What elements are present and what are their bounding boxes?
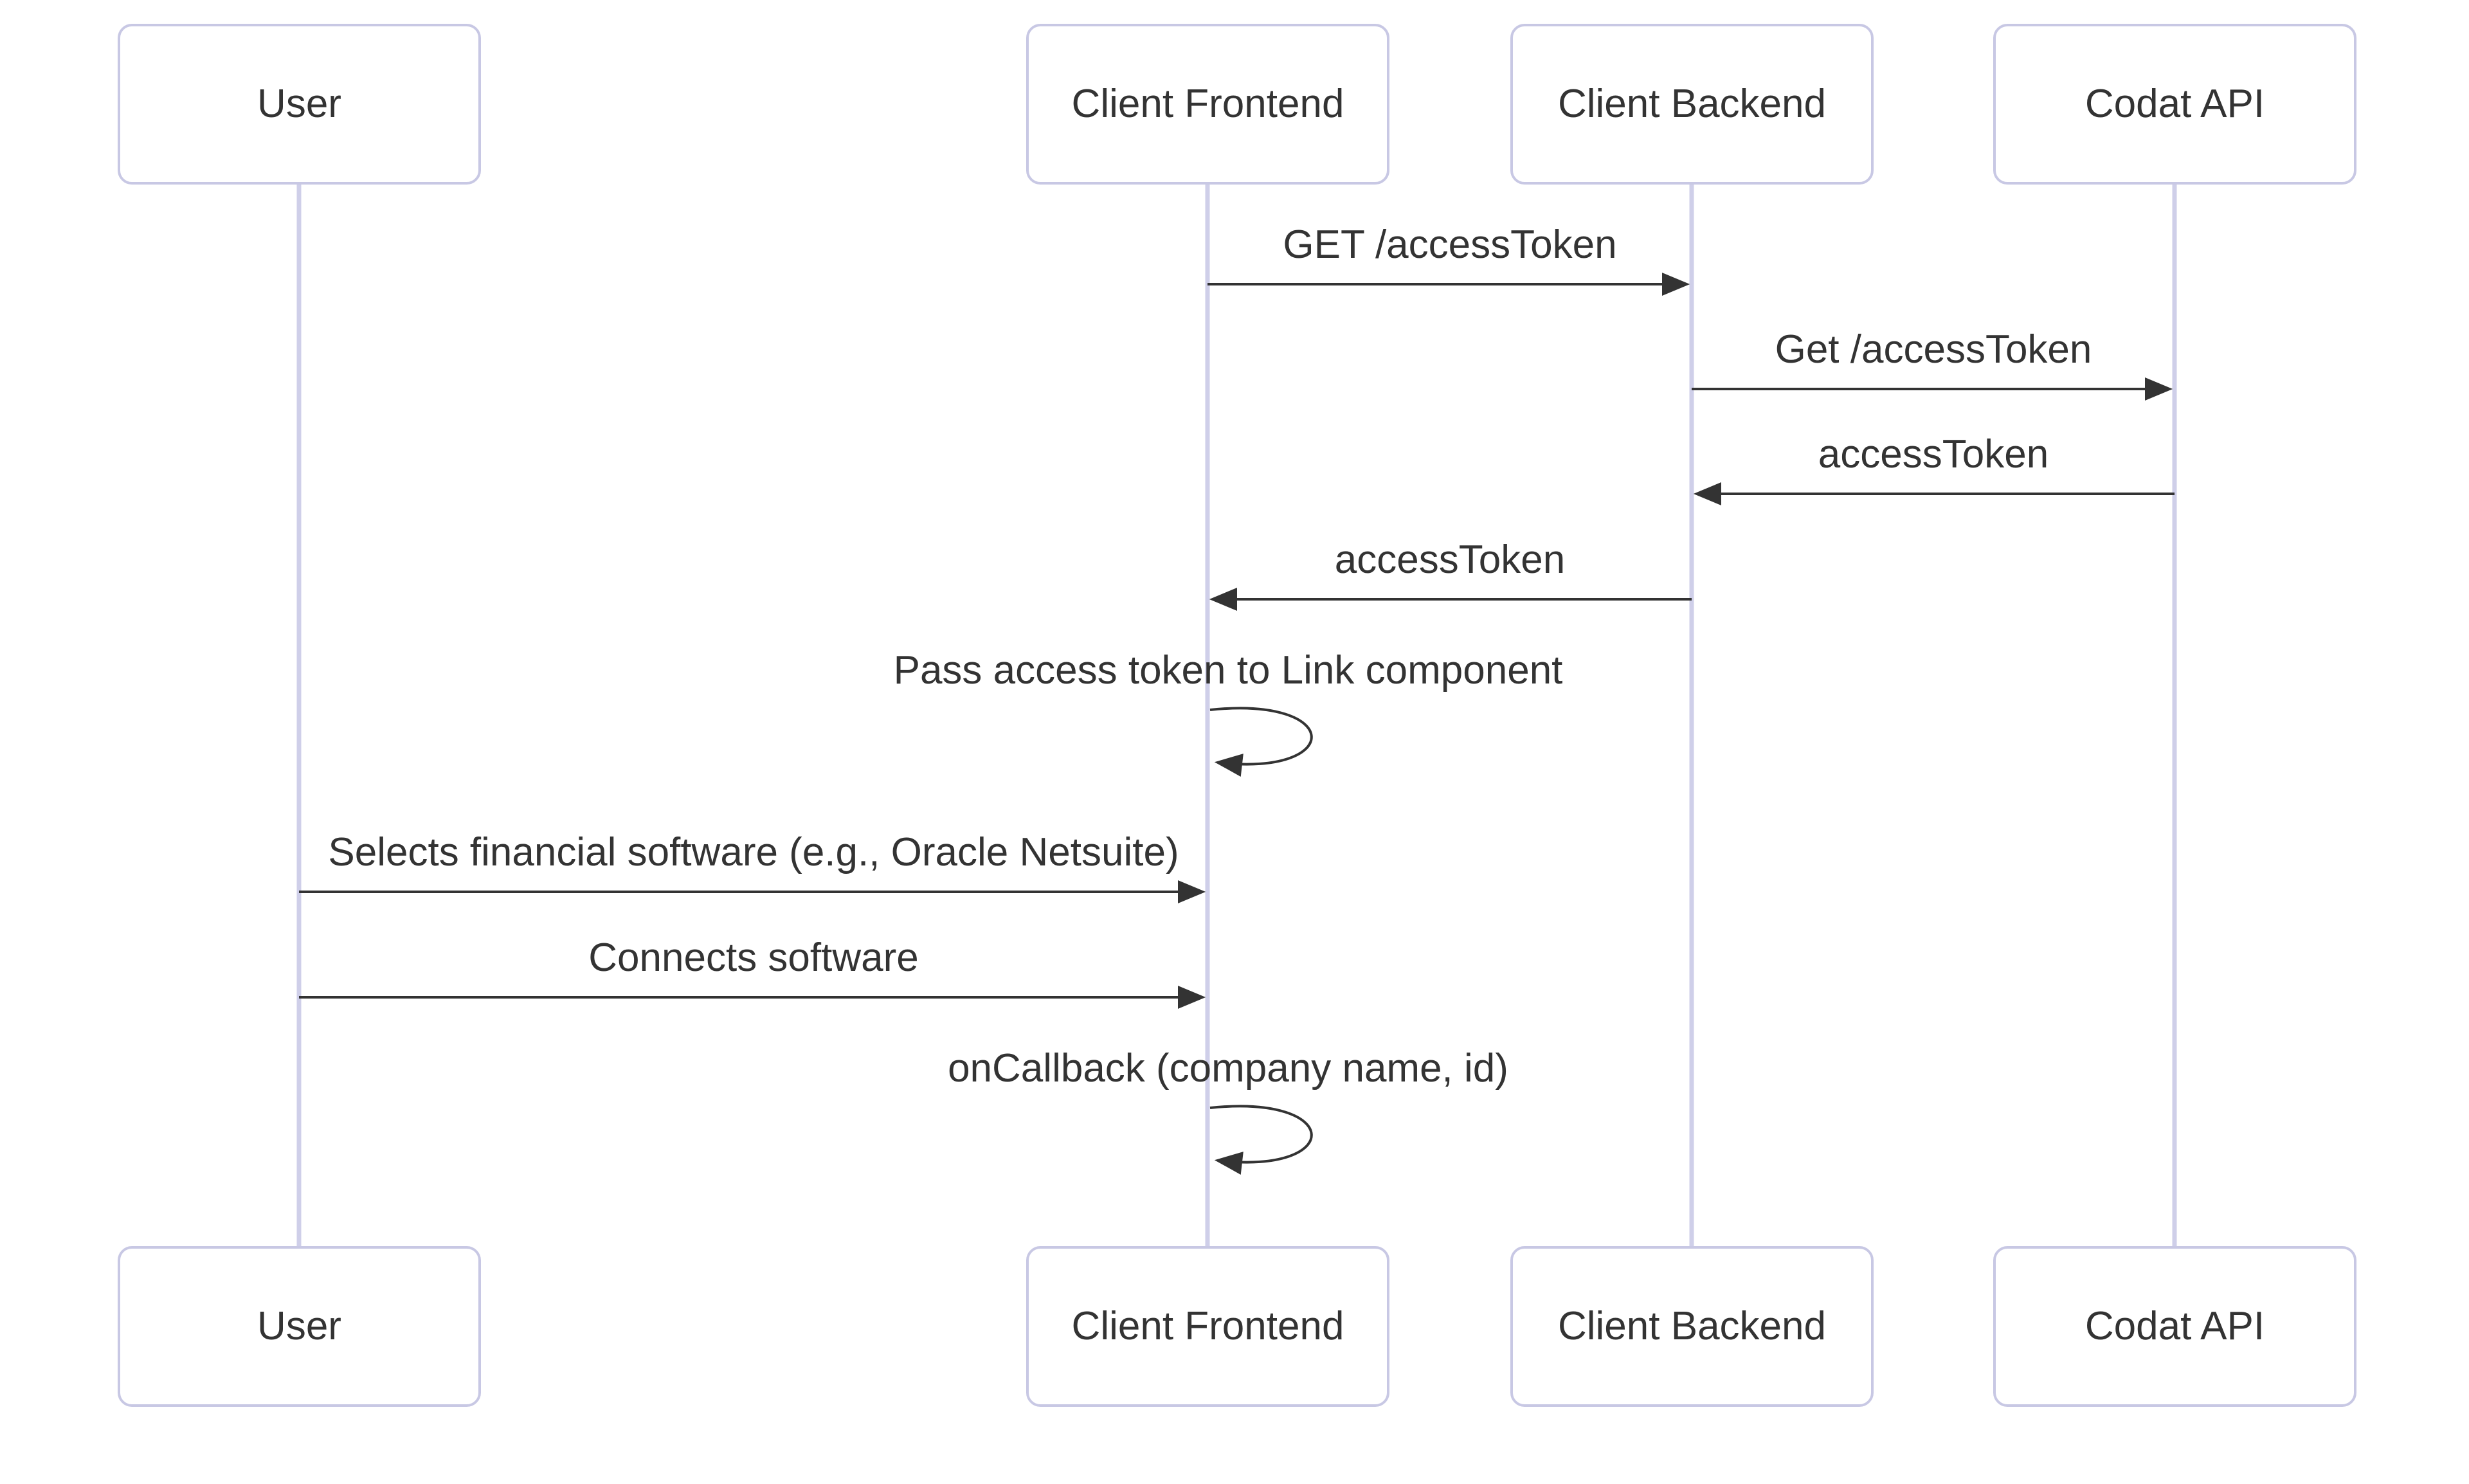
message-label-selects-software: Selects financial software (e.g., Oracle… [328,830,1179,874]
actor-top-client-frontend: Client Frontend [1026,24,1389,185]
message-label-connects-software: Connects software [588,936,919,980]
self-loop-arrow-pass-access-token [1209,707,1313,777]
message-label-accesstoken-to-frontend: accessToken [1334,538,1566,582]
actor-top-codat-api: Codat API [1993,24,2356,185]
actor-bottom-client-backend: Client Backend [1510,1246,1874,1407]
message-label-get-accesstoken: GET /accessToken [1283,222,1617,267]
actor-label: Codat API [2085,1304,2265,1348]
message-label-accesstoken-return: accessToken [1818,432,2049,476]
actor-label: Codat API [2085,82,2265,126]
actor-label: Client Backend [1557,82,1827,126]
self-loop-arrow-oncallback [1209,1105,1313,1175]
actor-bottom-user: User [118,1246,481,1407]
actor-bottom-codat-api: Codat API [1993,1246,2356,1407]
actor-label: Client Frontend [1071,1304,1344,1348]
actor-label: Client Frontend [1071,82,1344,126]
actor-label: Client Backend [1557,1304,1827,1348]
actor-top-client-backend: Client Backend [1510,24,1874,185]
actor-bottom-client-frontend: Client Frontend [1026,1246,1389,1407]
message-label-get-accesstoken-codat: Get /accessToken [1775,327,2092,372]
message-label-oncallback: onCallback (company name, id) [948,1046,1508,1090]
actor-top-user: User [118,24,481,185]
actor-label: User [257,1304,341,1348]
message-label-pass-access-token: Pass access token to Link component [893,648,1563,692]
actor-label: User [257,82,341,126]
